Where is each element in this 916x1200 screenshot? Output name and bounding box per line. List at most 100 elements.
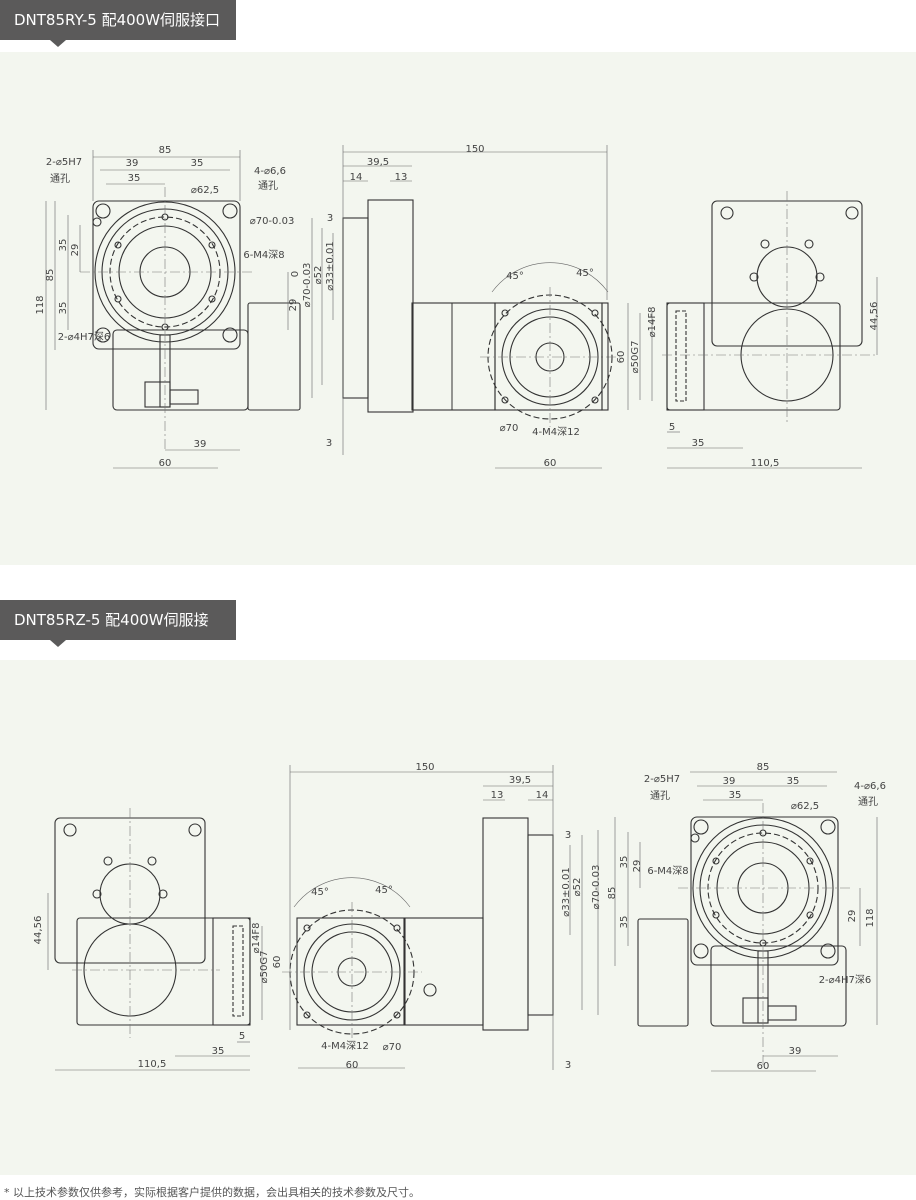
- circle: [303, 1011, 311, 1019]
- dim: 35: [128, 173, 141, 184]
- dim: ⌀52: [572, 878, 583, 897]
- outline: [666, 302, 705, 411]
- dim: 85: [607, 887, 618, 900]
- circle: [114, 241, 122, 249]
- circle: [820, 819, 836, 835]
- dim: 通孔: [650, 790, 670, 802]
- dim: 45°: [576, 268, 594, 279]
- dim: ⌀62,5: [191, 185, 219, 196]
- circle: [712, 857, 720, 865]
- dim: 35: [692, 438, 705, 449]
- dim: 14: [350, 172, 363, 183]
- circle: [393, 1011, 401, 1019]
- circle: [208, 295, 216, 303]
- dim: 5: [239, 1031, 245, 1042]
- dim: 29: [288, 299, 299, 312]
- circle: [393, 924, 401, 932]
- outline: [690, 816, 839, 966]
- dim: 44,56: [33, 916, 44, 945]
- circle: [95, 203, 111, 219]
- circle: [63, 823, 77, 837]
- dim: 85: [159, 145, 172, 156]
- dim: 29: [70, 244, 81, 257]
- dim: 29: [847, 910, 858, 923]
- dim: 39,5: [509, 775, 531, 786]
- dim: 45°: [375, 885, 393, 896]
- circle: [720, 206, 734, 220]
- dim: ⌀14F8: [251, 923, 262, 954]
- dim: 45°: [311, 887, 329, 898]
- circle: [161, 323, 169, 331]
- dim: ⌀70: [500, 423, 519, 434]
- dim: 3: [326, 438, 332, 449]
- circle: [749, 272, 759, 282]
- circle: [208, 241, 216, 249]
- circle: [114, 295, 122, 303]
- circle: [95, 327, 111, 343]
- dim: 85: [757, 762, 770, 773]
- outline: [637, 918, 689, 1027]
- outline: [92, 200, 241, 350]
- dim: 4-M4深12: [532, 426, 580, 438]
- footer-note: * 以上技术参数仅供参考，实际根据客户提供的数据，会出具相关的技术参数及尺寸。: [4, 1186, 420, 1199]
- dim: 35: [191, 158, 204, 169]
- dim: 39: [126, 158, 139, 169]
- circle: [806, 857, 814, 865]
- outline: [232, 925, 244, 1017]
- outline: [742, 997, 769, 1024]
- outline: [247, 302, 301, 411]
- dim: 39: [723, 776, 736, 787]
- circle: [103, 856, 113, 866]
- dim: 60: [159, 458, 172, 469]
- outline: [601, 302, 609, 411]
- dim: ⌀70-0.03: [302, 263, 313, 308]
- circle: [501, 309, 509, 317]
- dim: ⌀70-0.03: [591, 865, 602, 910]
- angle-arc: [293, 877, 411, 908]
- circle: [712, 911, 720, 919]
- dim: 35: [619, 916, 630, 929]
- dim: 6-M4深8: [647, 865, 688, 877]
- dim: 通孔: [50, 173, 70, 185]
- dim: 60: [346, 1060, 359, 1071]
- outline: [767, 1005, 797, 1021]
- circle: [92, 217, 102, 227]
- dim: 35: [212, 1046, 225, 1057]
- dim: 通孔: [258, 180, 278, 192]
- outline: [666, 302, 841, 411]
- outline: [296, 917, 405, 1026]
- angle-arc: [491, 262, 609, 293]
- circle: [591, 396, 599, 404]
- rz-side-view-labels: 150 39,5 13 14 3 ⌀33±0.01 ⌀52 ⌀70-0.03 4…: [311, 762, 602, 1071]
- section-title-rz: DNT85RZ-5 配400W伺服接口: [0, 600, 236, 669]
- dim: 4-⌀6,6: [854, 781, 886, 792]
- outline: [494, 302, 603, 411]
- rz-front-view-labels: 2-⌀5H7 通孔 39 35 85 35 4-⌀6,6 通孔 ⌀62,5 6-…: [607, 762, 886, 1072]
- dim: 60: [757, 1061, 770, 1072]
- dim: ⌀62,5: [791, 801, 819, 812]
- ry-side-view-labels: 150 39,5 14 13 3 ⌀70-0.03 ⌀52 ⌀33±0.01 3…: [302, 144, 641, 469]
- dim: 6-M4深8: [243, 249, 284, 261]
- dim: ⌀70-0.03: [250, 216, 295, 227]
- dim: 4-⌀6,6: [254, 166, 286, 177]
- drawing-panel-ry: [0, 52, 916, 565]
- outline: [411, 302, 496, 411]
- circle: [303, 924, 311, 932]
- dim: 150: [465, 144, 484, 155]
- circle: [92, 889, 102, 899]
- dim: 3: [565, 830, 571, 841]
- outline: [675, 310, 687, 402]
- circle: [693, 943, 709, 959]
- dim: 2-⌀5H7: [644, 774, 680, 785]
- dim: 29: [632, 860, 643, 873]
- outline: [169, 389, 199, 405]
- dim: 3: [565, 1060, 571, 1071]
- circle: [188, 823, 202, 837]
- dim: 35: [787, 776, 800, 787]
- dim: ⌀33±0.01: [561, 867, 572, 916]
- dim: 85: [45, 269, 56, 282]
- dim: 14: [536, 790, 549, 801]
- circle: [147, 856, 157, 866]
- dim: 44,56: [869, 302, 880, 331]
